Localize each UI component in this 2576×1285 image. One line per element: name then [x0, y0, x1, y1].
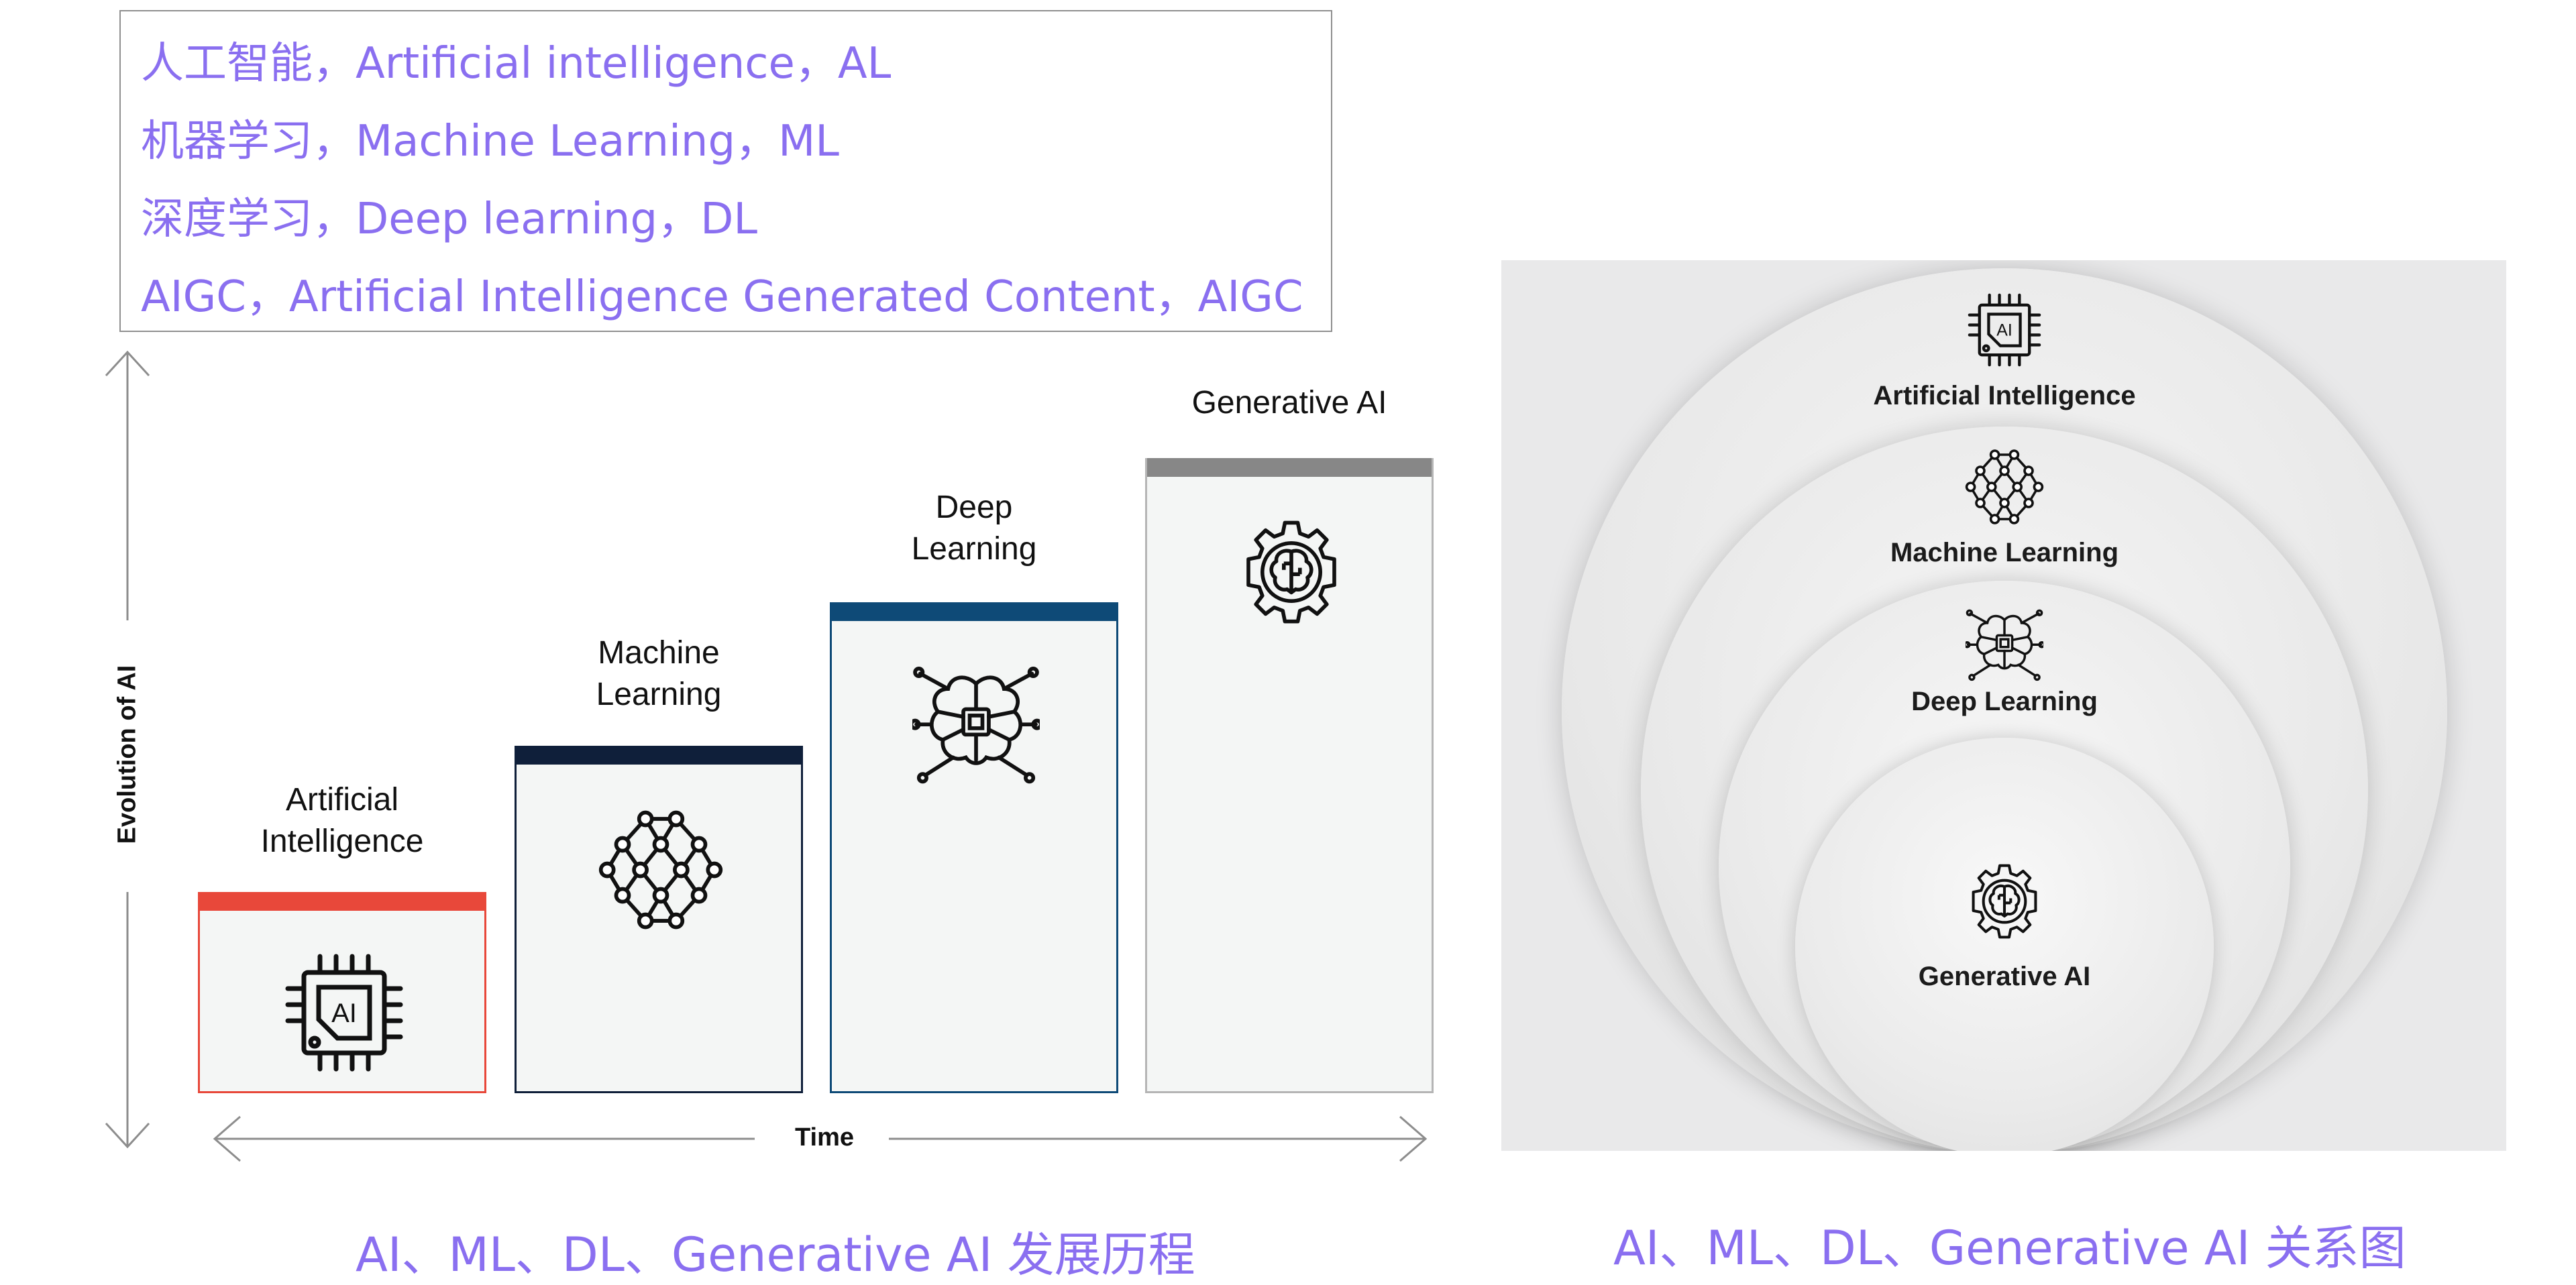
x-axis-label: Time [795, 1123, 855, 1152]
stage-label-ai: Artificial Intelligence [260, 782, 424, 859]
y-axis-label: Evolution of AI [113, 665, 142, 844]
ai-chip-icon: AI [1968, 293, 2041, 367]
stage-bar-genai [1145, 458, 1434, 1093]
neural-network-icon [1965, 449, 2044, 524]
ring-label-dl: Deep Learning [1911, 687, 2098, 716]
glossary-line-ai: 人工智能，Artificial intelligence，AL [141, 39, 892, 89]
stage-accent-ml [517, 746, 801, 765]
ai-chip-icon: AI [285, 954, 403, 1072]
svg-text:AI: AI [331, 999, 357, 1028]
glossary-line-ml: 机器学习，Machine Learning，ML [141, 117, 839, 166]
glossary-box: 人工智能，Artificial intelligence，AL 机器学习，Mac… [119, 10, 1332, 332]
caption-relationship: AI、ML、DL、Generative AI 关系图 [1613, 1221, 2406, 1276]
stage-label-genai: Generative AI [1191, 385, 1387, 421]
y-axis [105, 350, 150, 1149]
brain-circuit-icon [912, 666, 1040, 784]
stage-accent-ai [200, 892, 484, 911]
stage-bar-ai: AI [198, 892, 486, 1093]
neural-network-icon [598, 810, 723, 930]
brain-gear-icon [1246, 520, 1336, 624]
ring-label-ml: Machine Learning [1890, 538, 2119, 567]
stage-label-dl: Deep Learning [911, 490, 1037, 567]
stage-label-ml: Machine Learning [596, 635, 722, 712]
x-axis [213, 1115, 1428, 1162]
brain-gear-icon [1972, 864, 2037, 939]
stage-accent-genai [1147, 458, 1432, 477]
ring-genai [1795, 738, 2214, 1151]
svg-text:AI: AI [1996, 322, 2012, 340]
stage-bar-ml [515, 746, 803, 1093]
evolution-axes [105, 350, 1428, 1162]
brain-circuit-icon [1966, 609, 2043, 681]
caption-evolution: AI、ML、DL、Generative AI 发展历程 [356, 1227, 1195, 1282]
ring-label-genai: Generative AI [1918, 962, 2091, 991]
ring-label-ai: Artificial Intelligence [1873, 381, 2136, 410]
nested-diagram-panel: AI Artificial Intelligence Machine Learn… [1501, 260, 2506, 1151]
glossary-line-aigc: AIGC，Artificial Intelligence Generated C… [141, 272, 1303, 322]
glossary-line-dl: 深度学习，Deep learning，DL [141, 194, 758, 244]
stage-bar-dl [830, 602, 1118, 1093]
stage-accent-dl [832, 602, 1116, 621]
